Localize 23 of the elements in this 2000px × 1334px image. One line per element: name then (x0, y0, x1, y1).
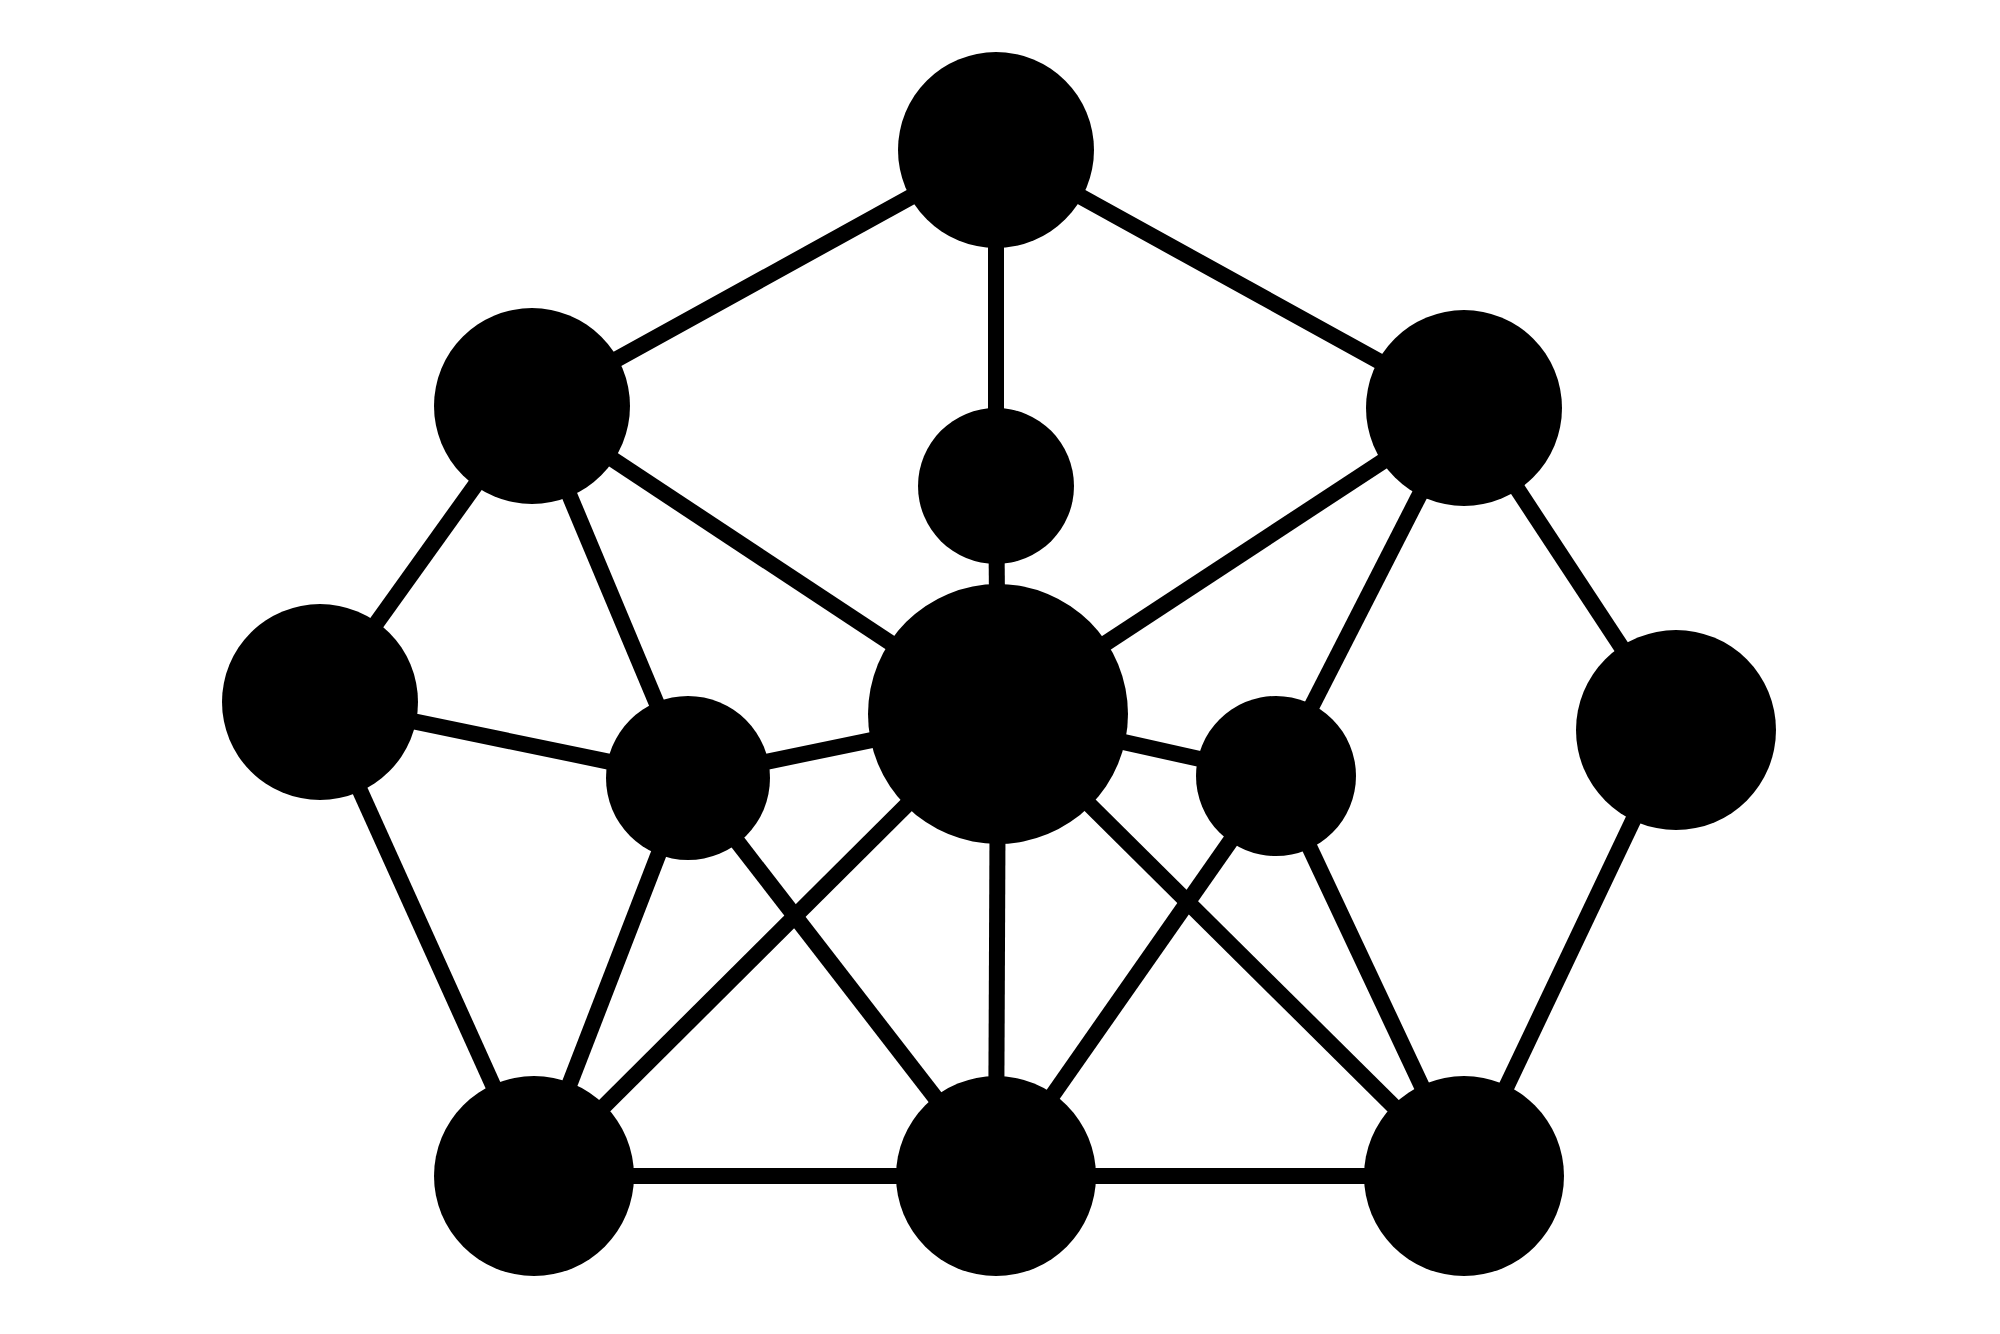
connector-line (1100, 454, 1389, 651)
connector-line (607, 452, 896, 651)
connector-line (1304, 489, 1428, 711)
connector-line (988, 246, 1004, 410)
connector-line (988, 561, 1005, 587)
connector-line (764, 732, 875, 770)
connector-line (561, 849, 667, 1088)
connector-line (612, 189, 916, 367)
connector-line (352, 786, 501, 1090)
connector-line (1076, 189, 1384, 369)
connector-line (988, 841, 1006, 1079)
connector-line (1045, 835, 1238, 1101)
connector-line (561, 491, 665, 708)
connector-line (1121, 734, 1202, 767)
connector-line (632, 1168, 898, 1184)
connector-line (1498, 815, 1642, 1091)
connector-line (369, 479, 483, 629)
connector-line (597, 798, 913, 1113)
connector-line (412, 713, 612, 770)
connector-line (1510, 483, 1629, 653)
connector-line (1094, 1168, 1366, 1184)
connector-line (1301, 843, 1430, 1091)
connector-line (1083, 798, 1401, 1113)
